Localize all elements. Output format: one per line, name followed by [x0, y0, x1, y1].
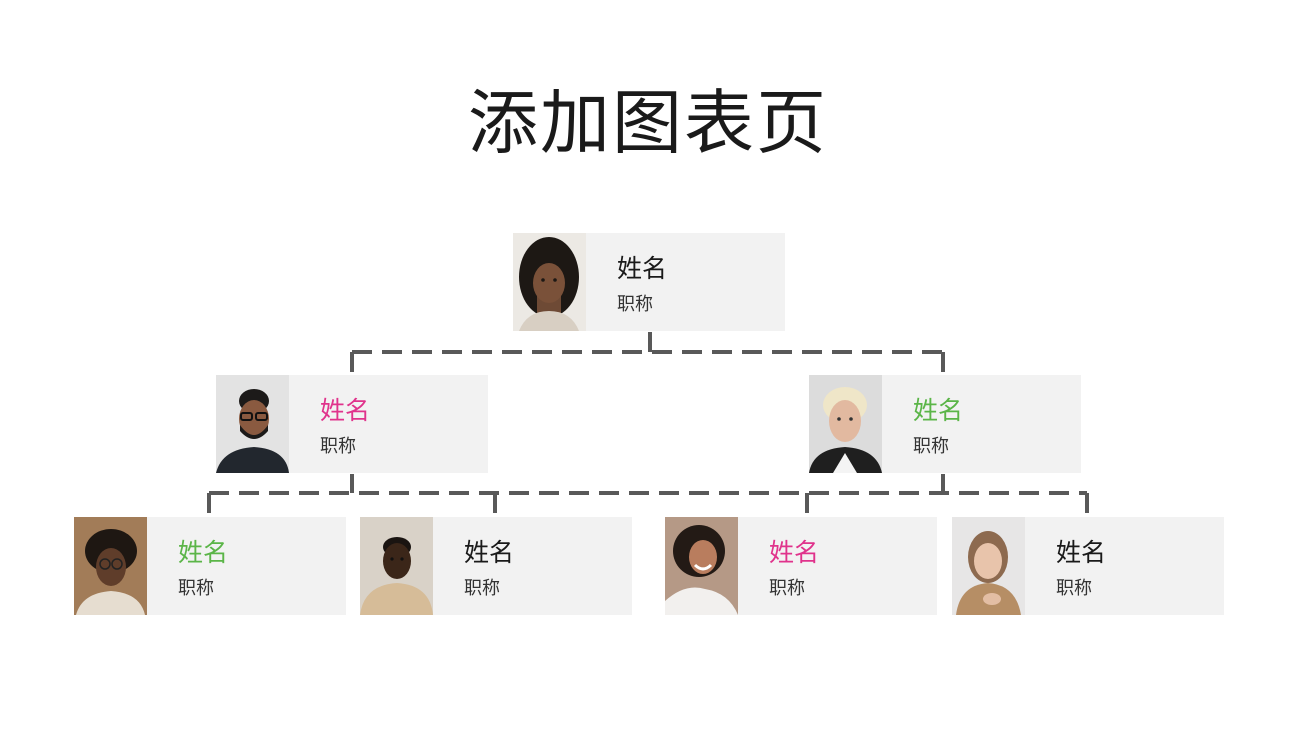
org-node-staff-4[interactable]: 姓名 职称 [952, 517, 1224, 615]
node-name: 姓名 [320, 396, 371, 425]
node-name: 姓名 [1056, 538, 1107, 567]
org-node-ceo[interactable]: 姓名 职称 [513, 233, 785, 331]
page-title: 添加图表页 [468, 82, 828, 164]
avatar[interactable] [216, 375, 289, 473]
org-node-staff-2[interactable]: 姓名 职称 [360, 517, 632, 615]
node-name: 姓名 [769, 538, 820, 567]
node-role: 职称 [1056, 578, 1092, 599]
org-node-manager-right[interactable]: 姓名 职称 [809, 375, 1081, 473]
avatar[interactable] [809, 375, 882, 473]
org-node-staff-1[interactable]: 姓名 职称 [74, 517, 346, 615]
node-role: 职称 [913, 436, 949, 457]
avatar[interactable] [360, 517, 433, 615]
node-name: 姓名 [913, 396, 964, 425]
avatar[interactable] [952, 517, 1025, 615]
node-role: 职称 [617, 294, 653, 315]
avatar[interactable] [74, 517, 147, 615]
node-role: 职称 [464, 578, 500, 599]
avatar[interactable] [665, 517, 738, 615]
node-role: 职称 [178, 578, 214, 599]
node-role: 职称 [320, 436, 356, 457]
avatar[interactable] [513, 233, 586, 331]
node-name: 姓名 [178, 538, 229, 567]
org-node-manager-left[interactable]: 姓名 职称 [216, 375, 488, 473]
node-name: 姓名 [617, 254, 668, 283]
node-name: 姓名 [464, 538, 515, 567]
org-node-staff-3[interactable]: 姓名 职称 [665, 517, 937, 615]
node-role: 职称 [769, 578, 805, 599]
